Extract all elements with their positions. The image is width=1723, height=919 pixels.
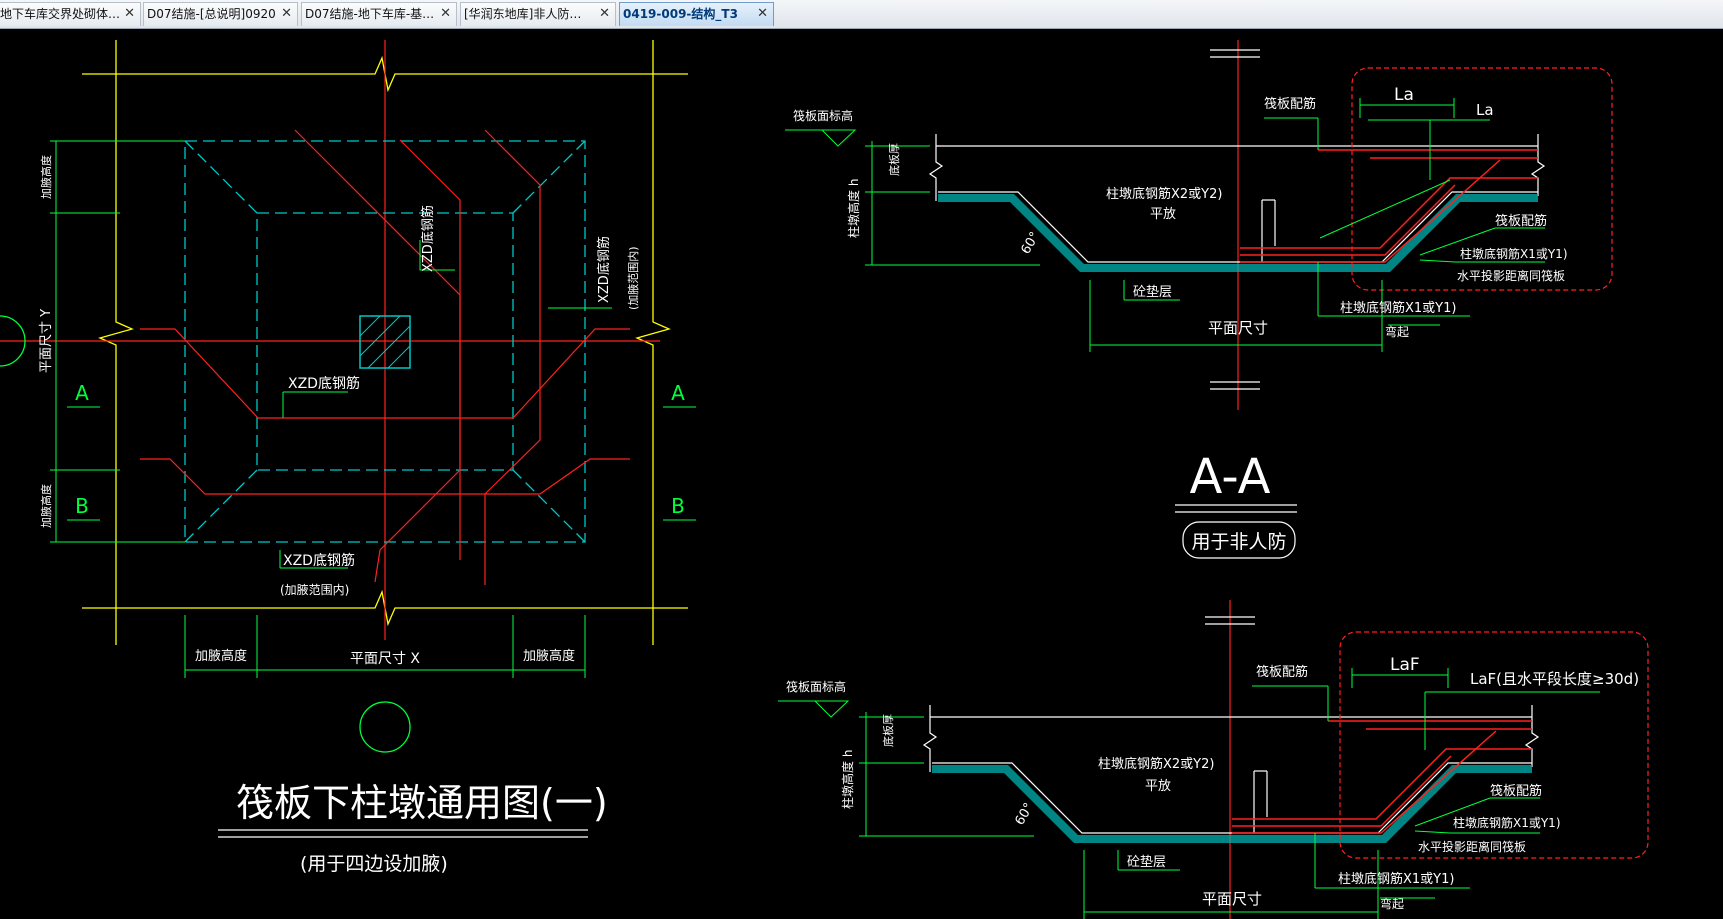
tab-label: 0419-009-结构_T3 [623,7,738,21]
bend-label: 弯起 [1380,896,1404,911]
close-icon[interactable]: ✕ [124,6,135,21]
section-mark-b-left: B [75,494,89,518]
xzd-bot-note: (加腋范围内) [280,582,349,597]
laf-label: LaF [1390,655,1420,675]
dim-x-right-label: 加腋高度 [523,648,575,664]
rebar-x1-right-label: 柱墩底钢筋X1或Y1) [1453,815,1561,830]
section-mark-b-right: B [671,494,685,518]
horizontal-note-label: 水平投影距离同筏板 [1457,268,1565,283]
plan-subtitle: (用于四边设加腋) [300,853,448,875]
section-a-a: 筏板面标高 底板厚 柱墩高度 h 柱墩底钢筋X2或Y2) 平放 60° 砼垫层 … [785,40,1613,410]
plan-dimension-lines [50,140,696,678]
slab-rebar-right-label: 筏板配筋 [1490,783,1542,799]
tab-label: [华润东地库]非人防… [464,7,582,21]
close-icon[interactable]: ✕ [757,6,768,21]
dim-y-bot-label: 加腋高度 [39,484,53,528]
section2-rebars [1232,720,1532,834]
tab-document-1[interactable]: 地下车库交界处砌体…✕ [0,2,141,26]
la-label-1: La [1394,85,1414,105]
close-icon[interactable]: ✕ [281,6,292,21]
cad-drawing-canvas[interactable]: 加腋高度 平面尺寸 Y 加腋高度 A B A B XZD底钢筋 XZD底钢筋 (… [0,28,1723,919]
section-title-name: A-A [1190,449,1271,505]
section2-detail-cloud [1339,631,1649,859]
slab-rebar-top-label: 筏板配筋 [1256,664,1308,680]
tab-label: D07结施-地下车库-基… [305,7,435,21]
xzd-right-label: XZD底钢筋 [596,236,612,303]
xzd-top-label: XZD底钢筋 [420,205,436,272]
pier-height-label: 柱墩高度 h [846,179,861,238]
dim-x-mid-label: 平面尺寸 X [350,651,420,667]
la-label-2: La [1476,101,1494,119]
slab-thickness-label: 底板厚 [887,143,901,176]
plan-title-underline [218,829,588,838]
plan-size-label: 平面尺寸 [1202,890,1262,908]
tab-label: 地下车库交界处砌体… [0,7,121,21]
tab-document-5-active[interactable]: 0419-009-结构_T3 ✕ [619,2,774,26]
tab-label: D07结施-[总说明]0920 [147,7,276,21]
slab-top-level-label: 筏板面标高 [793,108,853,123]
close-icon[interactable]: ✕ [599,6,610,21]
section-note-cloud [1182,521,1296,559]
document-tab-bar: 地下车库交界处砌体…✕ D07结施-[总说明]0920✕ D07结施-地下车库-… [0,0,1723,29]
rebar-x2-label: 柱墩底钢筋X2或Y2) [1098,756,1214,772]
section-mark-a-left: A [75,381,89,405]
tab-document-2[interactable]: D07结施-[总说明]0920 ✕ [143,2,298,26]
axis-bubble-left [0,315,26,367]
angle-label: 60° [1018,230,1043,257]
straight-label: 平放 [1145,779,1171,794]
section2-dimensions [778,668,1600,919]
laf-note-label: LaF(且水平段长度≥30d) [1470,670,1639,688]
section2-cushion-fill [932,765,1532,843]
tab-document-4[interactable]: [华润东地库]非人防… ✕ [460,2,616,26]
straight-label: 平放 [1150,207,1176,222]
section2-labels: 筏板面标高 底板厚 柱墩高度 h 柱墩底钢筋X2或Y2) 平放 60° 砼垫层 … [786,655,1639,911]
bend-label: 弯起 [1385,324,1409,339]
rebar-x1-bottom-label: 柱墩底钢筋X1或Y1) [1338,871,1454,887]
cushion-label: 砼垫层 [1127,854,1166,870]
section1-rebars [1240,149,1538,263]
section2-break-marks [1205,616,1255,625]
plan-size-label: 平面尺寸 [1208,319,1268,337]
section-mark-a-right: A [671,381,685,405]
slab-thickness-label: 底板厚 [881,714,895,747]
section-title-note: 用于非人防 [1191,531,1286,553]
plan-labels: 加腋高度 平面尺寸 Y 加腋高度 A B A B XZD底钢筋 XZD底钢筋 (… [39,155,685,875]
plan-haunch-outlines [184,140,586,543]
section-title: A-A 用于非人防 [1175,449,1297,559]
section-civil-defense: 筏板面标高 底板厚 柱墩高度 h 柱墩底钢筋X2或Y2) 平放 60° 砼垫层 … [778,600,1649,919]
xzd-mid-label: XZD底钢筋 [288,375,360,392]
dim-x-left-label: 加腋高度 [195,648,247,664]
slab-rebar-top-label: 筏板配筋 [1264,96,1316,112]
cushion-label: 砼垫层 [1133,284,1172,300]
dim-y-top-label: 加腋高度 [39,155,53,199]
horizontal-note-label: 水平投影距离同筏板 [1418,839,1526,854]
plan-axis-lines [0,40,660,640]
plan-view: 加腋高度 平面尺寸 Y 加腋高度 A B A B XZD底钢筋 XZD底钢筋 (… [0,40,696,875]
rebar-x1-bottom-label: 柱墩底钢筋X1或Y1) [1340,300,1456,316]
pier-height-label: 柱墩高度 h [840,750,855,809]
slab-top-level-label: 筏板面标高 [786,679,846,694]
plan-rebar-lines [140,129,630,585]
tab-document-3[interactable]: D07结施-地下车库-基… ✕ [301,2,457,26]
rebar-x1-right-label: 柱墩底钢筋X1或Y1) [1460,246,1568,261]
axis-bubble-bottom [359,701,411,753]
dim-y-mid-label: 平面尺寸 Y [39,309,54,373]
section1-break-marks [1210,49,1260,390]
xzd-bot-label: XZD底钢筋 [283,552,355,569]
section1-labels: 筏板面标高 底板厚 柱墩高度 h 柱墩底钢筋X2或Y2) 平放 60° 砼垫层 … [793,85,1568,339]
close-icon[interactable]: ✕ [440,6,451,21]
plan-column [359,315,411,369]
angle-label: 60° [1012,801,1037,828]
section1-dimensions [785,98,1545,352]
section1-detail-cloud [1351,67,1613,291]
plan-title: 筏板下柱墩通用图(一) [236,781,608,825]
xzd-right-note: (加腋范围内) [626,246,640,310]
slab-rebar-right-label: 筏板配筋 [1495,213,1547,229]
rebar-x2-label: 柱墩底钢筋X2或Y2) [1106,186,1222,202]
